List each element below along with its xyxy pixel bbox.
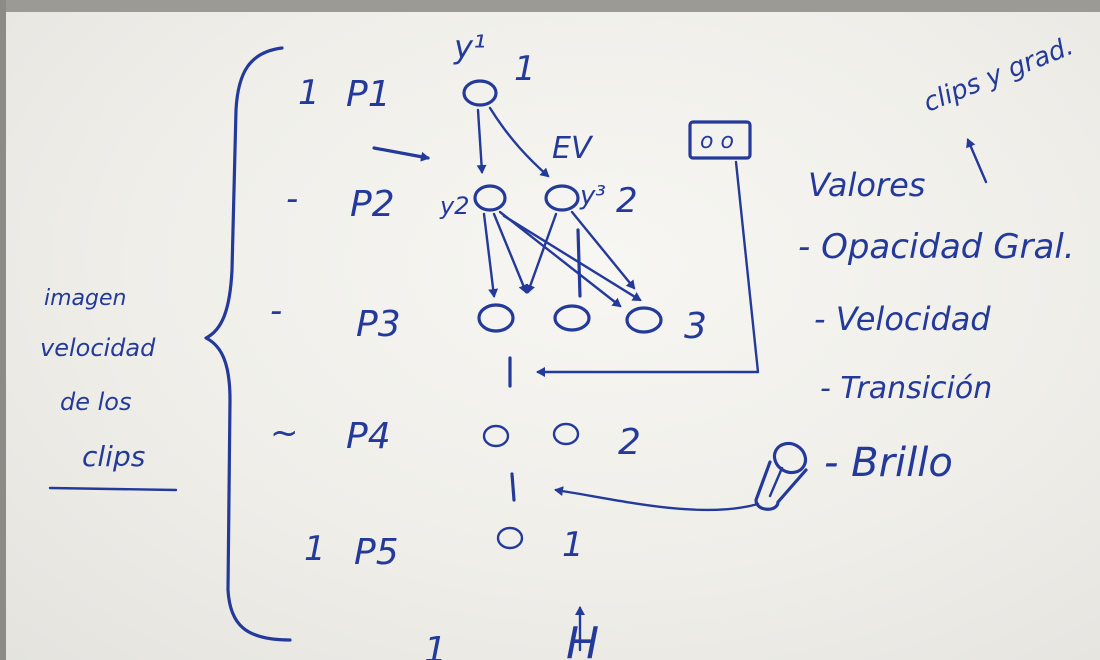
left-note-line-4: clips bbox=[82, 440, 145, 473]
node-p4-2 bbox=[554, 424, 578, 444]
node-p2-right bbox=[546, 186, 578, 210]
node-p5 bbox=[498, 528, 522, 548]
node-label-y3: y³ bbox=[579, 181, 606, 211]
node-label-y1: y¹ bbox=[453, 28, 486, 66]
row-marker-p4: ~ bbox=[270, 413, 299, 453]
values-item-velocidad: - Velocidad bbox=[814, 300, 991, 338]
curly-brace bbox=[206, 48, 290, 640]
node-label-ev: EV bbox=[552, 131, 594, 166]
tick-under-p4 bbox=[512, 474, 514, 500]
node-p3-1 bbox=[479, 305, 513, 331]
row-label-p4: P4 bbox=[346, 416, 391, 457]
row-marker-p2: - bbox=[286, 179, 298, 219]
row-label-p3: P3 bbox=[356, 304, 401, 345]
left-note-line-2: velocidad bbox=[40, 334, 156, 362]
values-title: Valores bbox=[808, 166, 925, 204]
arrow-up-to-note bbox=[968, 140, 986, 182]
bottom-mark-h: H bbox=[566, 618, 599, 660]
left-note: imagen velocidad de los clips bbox=[40, 286, 176, 490]
left-note-line-1: imagen bbox=[44, 286, 126, 311]
arrow-brillo-to-p4 bbox=[556, 490, 758, 510]
row-count-p2: 2 bbox=[616, 181, 638, 221]
row-label-p1: P1 bbox=[346, 74, 391, 115]
arrow-p1-to-p2-left bbox=[478, 110, 482, 172]
left-note-line-3: de los bbox=[60, 388, 131, 416]
brillo-cylinder bbox=[756, 438, 811, 509]
arrow-entry-p2 bbox=[374, 148, 428, 158]
node-p1 bbox=[464, 81, 496, 105]
row-count-p3: 3 bbox=[684, 306, 707, 347]
row-count-p1: 1 bbox=[514, 49, 536, 89]
node-p4-1 bbox=[484, 426, 508, 446]
row-count-p5: 1 bbox=[562, 525, 584, 565]
values-item-opacidad: - Opacidad Gral. bbox=[798, 227, 1075, 267]
node-p2-left bbox=[475, 186, 505, 210]
values-item-transicion: - Transición bbox=[820, 371, 992, 406]
node-p3-2 bbox=[555, 306, 589, 330]
arrow-p1-to-p2-right bbox=[490, 108, 548, 176]
row-label-p2: P2 bbox=[350, 184, 395, 225]
values-item-brillo: - Brillo bbox=[824, 440, 953, 486]
node-label-y2: y2 bbox=[439, 192, 469, 220]
bottom-mark-1: 1 bbox=[424, 630, 447, 660]
arrows-p2-to-p3 bbox=[484, 212, 640, 306]
row-marker-p3: - bbox=[270, 291, 282, 331]
device-label: o o bbox=[700, 129, 734, 154]
row-marker-p1: 1 bbox=[298, 73, 320, 113]
row-label-p5: P5 bbox=[354, 532, 399, 573]
row-count-p4: 2 bbox=[618, 422, 641, 463]
node-p3-3 bbox=[627, 308, 661, 332]
row-marker-p5: 1 bbox=[304, 529, 326, 569]
top-right-note: clips y grad. bbox=[919, 31, 1077, 118]
left-note-underline bbox=[50, 488, 176, 490]
